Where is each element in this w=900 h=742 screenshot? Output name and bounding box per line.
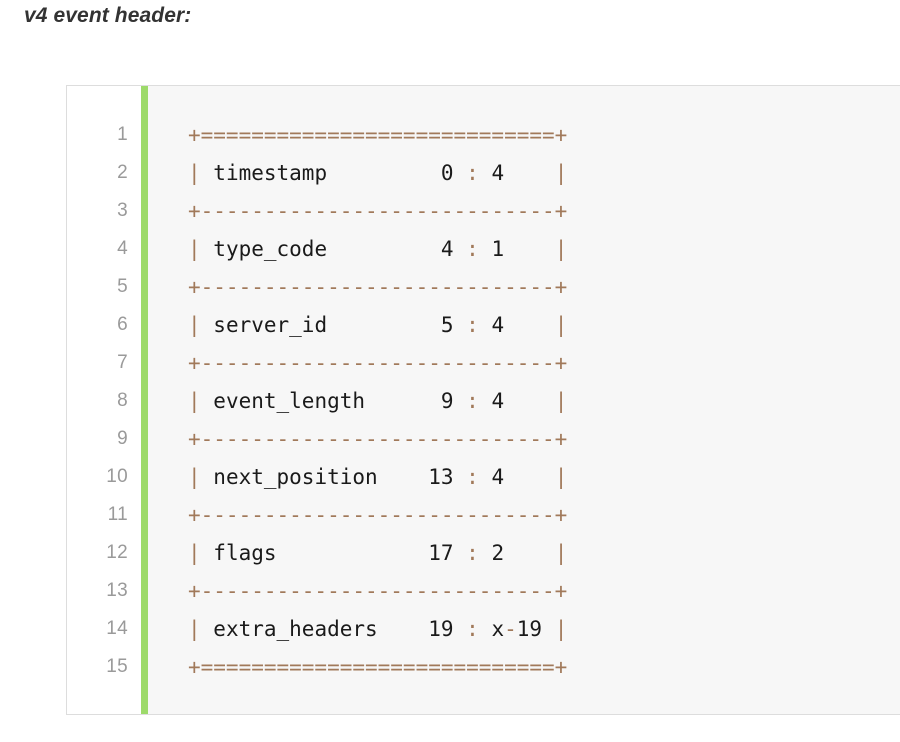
code-token-punct: +----------------------------+ (188, 275, 568, 299)
code-line: | next_position 13 : 4 | (188, 458, 900, 496)
line-number: 13 (106, 580, 128, 601)
code-token-text: server_id 5 (213, 313, 467, 337)
code-token-punct: : (466, 313, 492, 337)
line-number: 2 (117, 162, 128, 183)
code-token-punct: | (554, 541, 568, 565)
code-line: +----------------------------+ (188, 420, 900, 458)
code-token-text: flags 17 (213, 541, 467, 565)
code-token-punct: | (188, 617, 214, 641)
line-number: 5 (117, 276, 128, 297)
language-accent-bar (141, 86, 148, 714)
code-token-punct: +----------------------------+ (188, 351, 568, 375)
code-token-text: 19 (516, 617, 555, 641)
code-token-punct: +----------------------------+ (188, 427, 568, 451)
line-number: 7 (117, 352, 128, 373)
code-content[interactable]: +============================+ | timestam… (148, 86, 900, 714)
line-number: 4 (117, 238, 128, 259)
code-line: | extra_headers 19 : x-19 | (188, 610, 900, 648)
code-token-punct: +----------------------------+ (188, 199, 568, 223)
code-token-text: 2 (491, 541, 555, 565)
code-token-text: x (491, 617, 505, 641)
code-line: +----------------------------+ (188, 344, 900, 382)
code-token-punct: +============================+ (188, 123, 568, 147)
code-line: | event_length 9 : 4 | (188, 382, 900, 420)
code-line: +============================+ (188, 116, 900, 154)
code-token-punct: : (466, 161, 492, 185)
line-number: 14 (106, 618, 128, 639)
code-token-text: timestamp 0 (213, 161, 467, 185)
code-line: | type_code 4 : 1 | (188, 230, 900, 268)
line-number: 9 (117, 428, 128, 449)
code-token-punct: : (466, 389, 492, 413)
line-number: 3 (117, 200, 128, 221)
line-number: 6 (117, 314, 128, 335)
code-token-punct: +============================+ (188, 655, 568, 679)
code-token-punct: | (554, 617, 568, 641)
code-token-text: event_length 9 (213, 389, 467, 413)
code-token-punct: | (188, 161, 214, 185)
page-title: v4 event header: (24, 4, 192, 27)
code-token-punct: : (466, 237, 492, 261)
code-token-text: 4 (491, 389, 555, 413)
code-token-punct: | (554, 389, 568, 413)
code-line: +----------------------------+ (188, 192, 900, 230)
code-token-punct: : (466, 541, 492, 565)
line-number: 11 (107, 504, 128, 525)
code-token-punct: : (466, 465, 492, 489)
code-token-text: extra_headers 19 (213, 617, 467, 641)
line-number: 8 (117, 390, 128, 411)
code-token-punct: +----------------------------+ (188, 503, 568, 527)
code-token-punct: | (188, 313, 214, 337)
code-line: +----------------------------+ (188, 268, 900, 306)
code-line: | flags 17 : 2 | (188, 534, 900, 572)
code-token-punct: +----------------------------+ (188, 579, 568, 603)
code-token-text: type_code 4 (213, 237, 467, 261)
code-token-punct: | (188, 389, 214, 413)
code-token-text: next_position 13 (213, 465, 467, 489)
code-line: +============================+ (188, 648, 900, 686)
code-token-punct: | (188, 465, 214, 489)
code-token-text: 4 (491, 313, 555, 337)
code-token-punct: | (554, 465, 568, 489)
code-token-punct: | (188, 541, 214, 565)
code-token-text: 4 (491, 161, 555, 185)
code-token-punct: | (554, 161, 568, 185)
line-number: 15 (106, 656, 128, 677)
code-token-punct: | (554, 237, 568, 261)
code-line: +----------------------------+ (188, 572, 900, 610)
code-token-text: 1 (491, 237, 555, 261)
code-token-punct: | (188, 237, 214, 261)
code-token-punct: - (504, 617, 517, 641)
code-line: +----------------------------+ (188, 496, 900, 534)
code-token-punct: | (554, 313, 568, 337)
line-number: 1 (117, 124, 128, 145)
code-line: | timestamp 0 : 4 | (188, 154, 900, 192)
code-token-punct: : (466, 617, 492, 641)
code-token-text: 4 (491, 465, 555, 489)
code-line: | server_id 5 : 4 | (188, 306, 900, 344)
line-number: 12 (106, 542, 128, 563)
line-number: 10 (106, 466, 128, 487)
